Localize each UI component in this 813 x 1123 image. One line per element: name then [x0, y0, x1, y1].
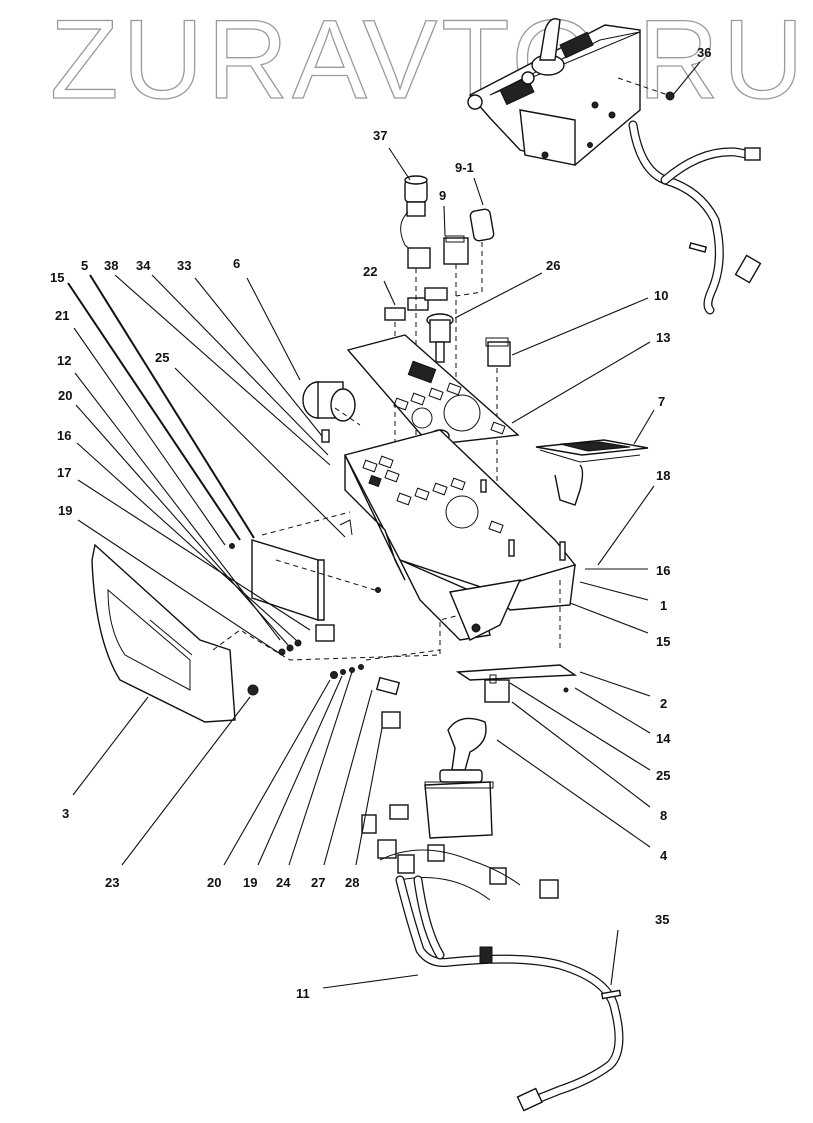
callout-3: 3	[62, 806, 69, 821]
callout-15-left: 15	[50, 270, 64, 285]
callout-1: 1	[660, 598, 667, 613]
front-bezel	[91, 543, 461, 723]
callout-38: 38	[104, 258, 118, 273]
callout-36: 36	[697, 45, 711, 60]
callout-16-left: 16	[57, 428, 71, 443]
callout-28: 28	[345, 875, 359, 890]
callout-25-left: 25	[155, 350, 169, 365]
callout-6: 6	[233, 256, 240, 271]
callout-9: 9	[439, 188, 446, 203]
callout-19-left: 19	[58, 503, 72, 518]
callout-9-1: 9-1	[455, 160, 474, 175]
callout-33: 33	[177, 258, 191, 273]
joystick	[424, 717, 494, 839]
callout-12: 12	[57, 353, 71, 368]
callout-5: 5	[81, 258, 88, 273]
callout-20-bottom: 20	[207, 875, 221, 890]
callout-25-right: 25	[656, 768, 670, 783]
callout-19-bottom: 19	[243, 875, 257, 890]
callout-17: 17	[57, 465, 71, 480]
keypad	[535, 439, 649, 506]
hardware-bits	[229, 543, 441, 729]
callout-34: 34	[136, 258, 151, 273]
callout-22: 22	[363, 264, 377, 279]
callout-14: 14	[656, 731, 671, 746]
callout-16-right: 16	[656, 563, 670, 578]
callout-18: 18	[656, 468, 670, 483]
callout-26: 26	[546, 258, 560, 273]
lower-plate	[455, 664, 578, 703]
callout-35: 35	[655, 912, 669, 927]
callout-24: 24	[276, 875, 291, 890]
display-module	[251, 511, 376, 621]
wiring-harness	[361, 804, 624, 1112]
callout-20-left: 20	[58, 388, 72, 403]
callout-23: 23	[105, 875, 119, 890]
top-plate	[346, 334, 520, 446]
callout-4: 4	[660, 848, 668, 863]
assembled-console	[467, 18, 762, 315]
callout-37: 37	[373, 128, 387, 143]
callout-11: 11	[296, 986, 310, 1001]
callout-27: 27	[311, 875, 325, 890]
callout-15-right: 15	[656, 634, 670, 649]
callout-21: 21	[55, 308, 69, 323]
callout-2: 2	[660, 696, 667, 711]
leader-lines	[67, 61, 701, 989]
callout-labels: 36 37 9-1 9 26 22 10 13 7 18 16 1 15 2 1…	[50, 45, 711, 1001]
console-body	[339, 429, 577, 650]
buzzer-part	[302, 381, 361, 443]
callout-13: 13	[656, 330, 670, 345]
callout-8: 8	[660, 808, 667, 823]
watermark-text: ZURAVTO.RU	[50, 0, 808, 122]
callout-7: 7	[658, 394, 665, 409]
callout-10: 10	[654, 288, 668, 303]
